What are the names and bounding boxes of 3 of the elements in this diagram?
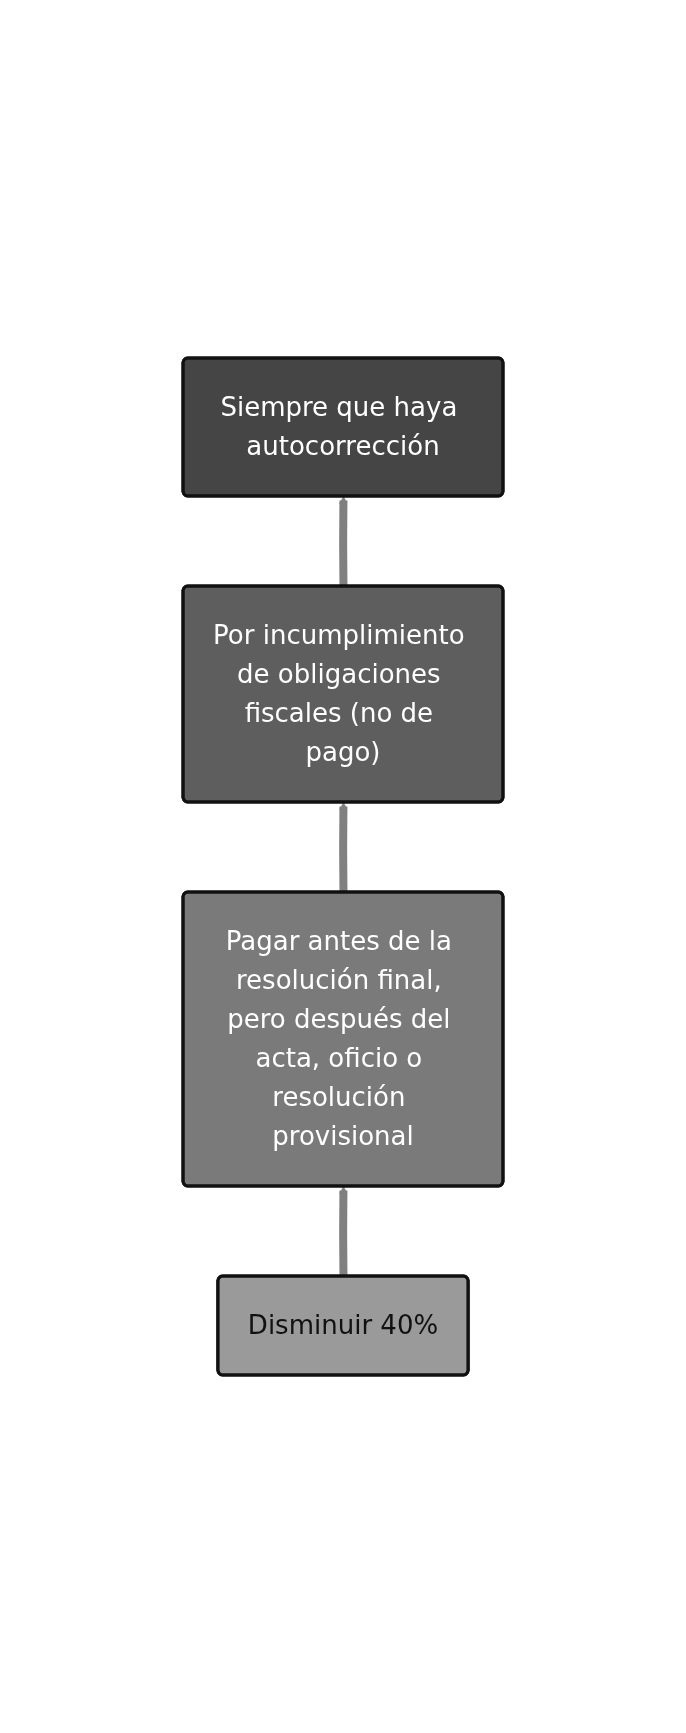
arrow — [339, 802, 348, 893]
arrow — [339, 496, 348, 587]
arrow — [339, 1186, 348, 1277]
